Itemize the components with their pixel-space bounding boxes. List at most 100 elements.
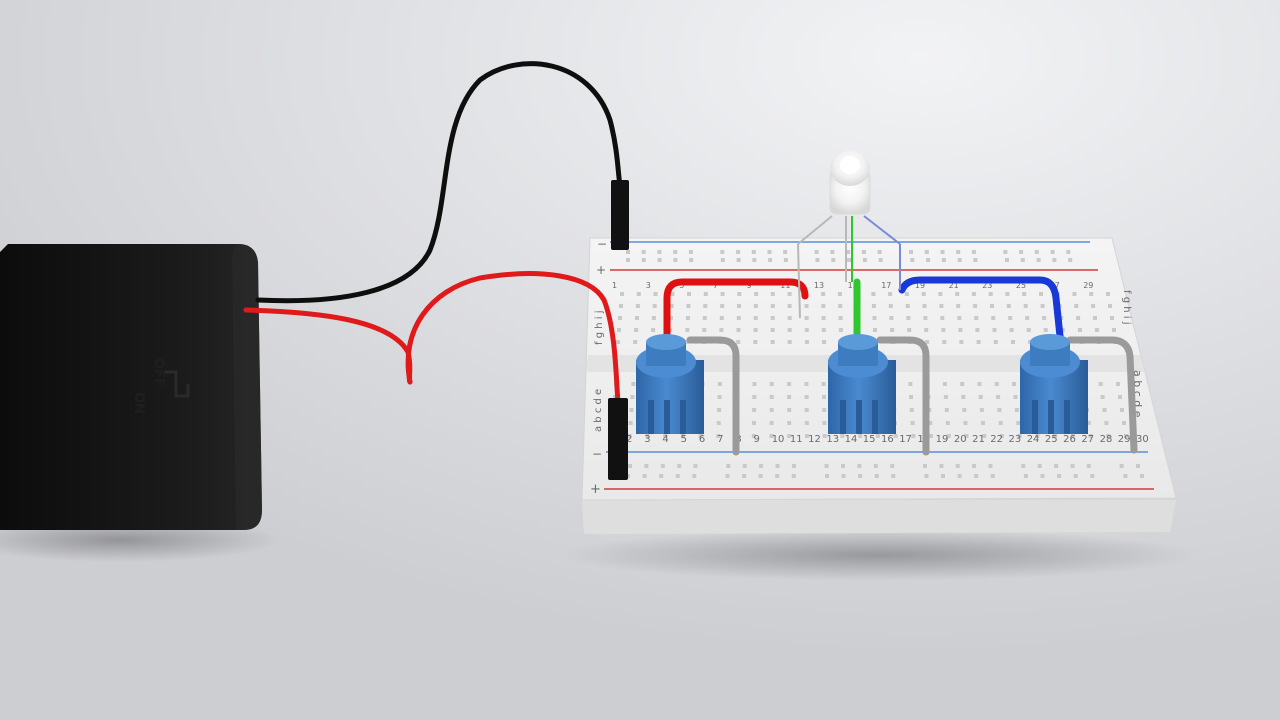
hole: [924, 250, 929, 254]
hole: [1090, 474, 1095, 478]
hole: [841, 474, 846, 478]
hole: [957, 316, 962, 320]
hole: [717, 395, 722, 399]
column-number: 3: [646, 281, 651, 290]
hole: [873, 328, 877, 332]
hole: [822, 395, 826, 399]
hole: [847, 258, 852, 262]
hole: [657, 250, 662, 254]
hole: [1034, 250, 1039, 254]
hole: [737, 292, 742, 296]
hole: [911, 434, 916, 438]
hole: [634, 328, 639, 332]
hole: [822, 421, 827, 425]
column-number: 23: [1009, 434, 1022, 445]
hole: [703, 292, 708, 296]
hole: [787, 395, 792, 399]
hole: [1025, 316, 1030, 320]
hole: [909, 408, 914, 412]
hole: [871, 304, 876, 308]
hole: [924, 328, 929, 332]
column-number: 5: [681, 434, 687, 445]
hole: [928, 421, 933, 425]
hole: [783, 250, 788, 254]
hole: [994, 382, 999, 386]
potentiometer-2[interactable]: [828, 334, 930, 456]
row-letters-top-right: f g h i j: [1121, 290, 1132, 324]
hole: [1009, 328, 1014, 332]
hole: [957, 474, 962, 478]
hole: [906, 316, 911, 320]
hole: [1026, 328, 1031, 332]
hole: [1066, 250, 1071, 254]
hole: [645, 434, 650, 438]
hole: [938, 292, 943, 296]
hole: [890, 464, 895, 468]
hole: [872, 316, 877, 320]
hole: [1140, 474, 1144, 478]
hole: [770, 316, 775, 320]
hole: [1124, 434, 1128, 438]
hole: [990, 304, 994, 308]
hole: [1122, 421, 1126, 425]
hole: [904, 292, 909, 296]
hole: [1077, 328, 1082, 332]
hole: [1086, 421, 1091, 425]
hole: [939, 464, 944, 468]
hole: [1005, 258, 1009, 262]
hole: [736, 340, 741, 344]
hole: [1040, 304, 1045, 308]
hole: [999, 434, 1004, 438]
hole: [652, 304, 657, 308]
potentiometer-1[interactable]: [636, 334, 740, 456]
hole: [940, 316, 945, 320]
hole: [1106, 292, 1110, 296]
hole: [908, 382, 913, 386]
hole: [617, 328, 621, 332]
hole: [754, 292, 759, 296]
hole: [753, 328, 758, 332]
hole: [822, 408, 827, 412]
hole: [1052, 258, 1057, 262]
column-number: 19: [936, 434, 949, 445]
column-number: 1: [612, 281, 617, 290]
hole: [878, 258, 883, 262]
column-number: 27: [1081, 434, 1094, 445]
hole: [725, 474, 730, 478]
hole: [787, 408, 792, 412]
hole: [720, 250, 725, 254]
red-wire-connector: [608, 398, 628, 480]
hole: [988, 292, 993, 296]
hole: [960, 382, 965, 386]
hole: [673, 258, 678, 262]
hole: [659, 474, 664, 478]
hole: [905, 304, 910, 308]
hole: [703, 304, 708, 308]
rgb-led: [797, 150, 901, 319]
hole: [769, 408, 774, 412]
hole: [861, 250, 866, 254]
hole: [791, 474, 796, 478]
hole: [871, 292, 876, 296]
hole: [669, 304, 674, 308]
hole: [657, 258, 662, 262]
hole: [893, 434, 898, 438]
hole: [998, 421, 1003, 425]
hole: [804, 395, 809, 399]
hole: [821, 382, 826, 386]
potentiometer-3[interactable]: [1020, 334, 1138, 454]
hole: [1086, 464, 1091, 468]
hole: [651, 328, 656, 332]
hole: [719, 328, 724, 332]
hole: [689, 258, 694, 262]
hole: [641, 258, 646, 262]
power-switch[interactable]: OFF ON: [131, 358, 190, 414]
hole: [840, 434, 845, 438]
hole: [990, 474, 995, 478]
hole: [942, 340, 947, 344]
hole: [974, 474, 979, 478]
column-number: 6: [699, 434, 705, 445]
hole: [976, 340, 981, 344]
hole: [752, 258, 757, 262]
